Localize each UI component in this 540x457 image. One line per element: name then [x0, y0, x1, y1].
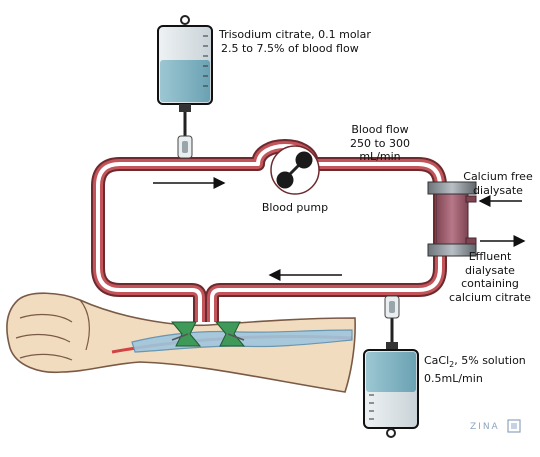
- hemofilter: [427, 181, 477, 257]
- blood-circuit-tubing: [91, 139, 447, 322]
- access-needles: [170, 321, 246, 347]
- blood-flow-line2: 250 to 300: [349, 136, 411, 150]
- effluent-line1: Effluent: [468, 250, 512, 263]
- effluent-line2: dialysate: [465, 263, 515, 277]
- blood-pump: [270, 145, 320, 195]
- blood-pump-label: Blood pump: [261, 201, 329, 214]
- citrate-label-line2: 2.5 to 7.5% of blood flow: [221, 41, 359, 55]
- calcium-label: CaCl2, 5% solution 0.5mL/min: [424, 354, 526, 385]
- effluent-line3: containing: [461, 277, 519, 290]
- blood-flow-line1: Blood flow: [351, 123, 409, 136]
- effluent-line4: calcium citrate: [449, 290, 531, 304]
- blood-flow-line3: mL/min: [359, 150, 401, 163]
- calcium-bag: [363, 295, 419, 438]
- dialysate-in-line2: dialysate: [473, 183, 523, 197]
- publisher-logo: [507, 419, 521, 433]
- citrate-label-line1: Trisodium citrate, 0.1 molar: [219, 28, 371, 41]
- calcium-label-line1: CaCl2, 5% solution: [424, 354, 526, 372]
- dialysate-in-label: Calcium free dialysate: [460, 170, 536, 197]
- citrate-label: Trisodium citrate, 0.1 molar 2.5 to 7.5%…: [219, 28, 371, 55]
- watermark-text: ZINA: [470, 422, 500, 432]
- calcium-label-line2: 0.5mL/min: [424, 371, 483, 385]
- citrate-bag: [157, 15, 213, 159]
- calcium-formula: CaCl: [424, 354, 450, 367]
- effluent-label: Effluent dialysate containing calcium ci…: [444, 250, 536, 304]
- blood-flow-label: Blood flow 250 to 300 mL/min: [340, 123, 420, 164]
- dialysate-in-line1: Calcium free: [463, 170, 533, 183]
- calcium-concentration: , 5% solution: [454, 354, 526, 367]
- calcium-subscript: 2: [449, 360, 455, 370]
